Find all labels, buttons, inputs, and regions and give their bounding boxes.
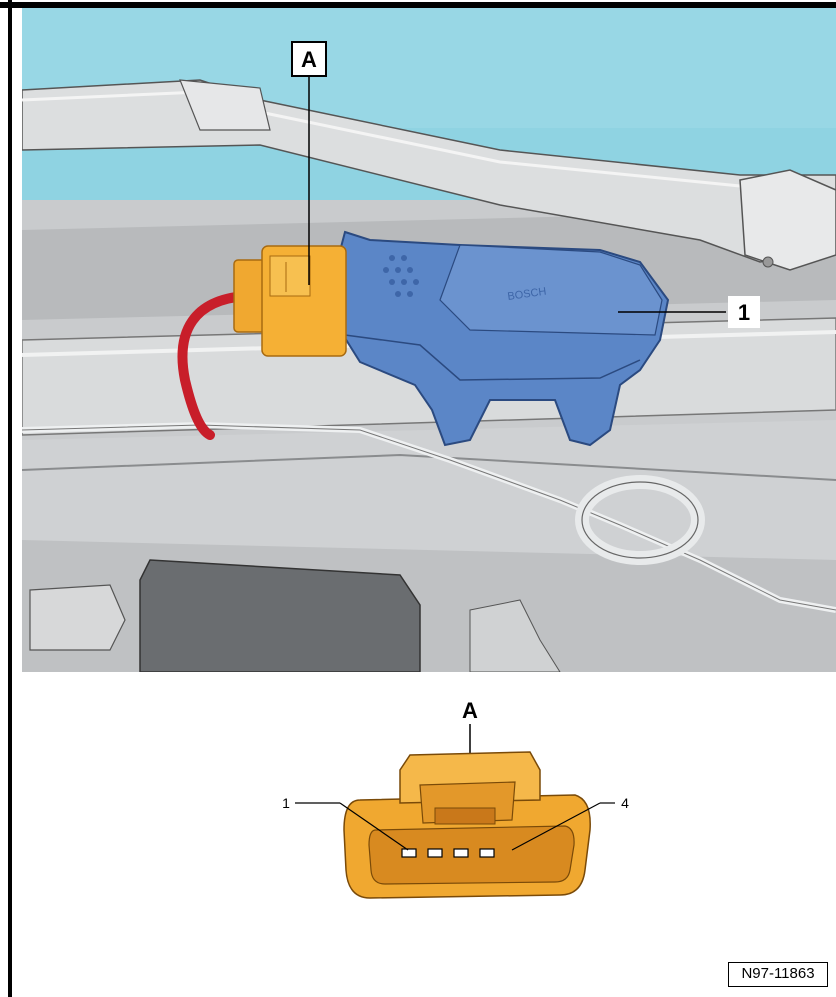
brand-logo-text: BOSCH <box>507 286 547 303</box>
pin-4-label: 4 <box>621 795 629 811</box>
figure-id: N97-11863 <box>728 962 828 987</box>
callout-1: 1 <box>738 300 750 325</box>
pin-3 <box>453 848 469 858</box>
wiper-pivot <box>739 169 836 271</box>
pin-1-label: 1 <box>282 795 290 811</box>
callout-1-box <box>728 296 760 328</box>
top-illustration: BOSCH <box>22 8 836 672</box>
connector-socket <box>368 825 575 885</box>
callout-a-top: A <box>301 47 317 72</box>
connector-a-detail: A 1 4 <box>282 698 629 899</box>
connector-pins <box>401 848 495 858</box>
pin-4 <box>479 848 495 858</box>
connector-a-on-motor <box>233 245 347 357</box>
pin-2 <box>427 848 443 858</box>
motor-vent-dots <box>383 255 419 297</box>
relay-box <box>139 559 421 672</box>
callout-a-bottom: A <box>462 698 478 723</box>
red-wire <box>177 291 250 440</box>
pin-1 <box>401 848 417 858</box>
